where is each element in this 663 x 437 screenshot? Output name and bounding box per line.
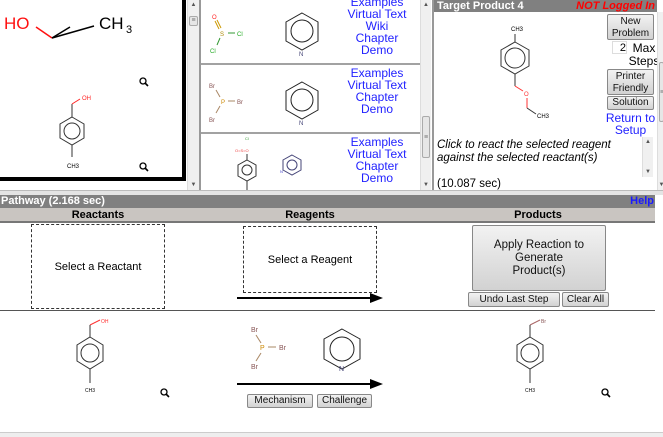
reagent-scrollbar[interactable]: ▲≡▼ (420, 0, 431, 190)
atom-label: P (260, 345, 265, 352)
link-demo[interactable]: Demo (360, 102, 393, 116)
atom-label: P (221, 100, 225, 106)
atom-label: OH (82, 96, 91, 102)
atom-label: N (339, 366, 344, 373)
bottom-scrollbar[interactable] (0, 432, 663, 437)
step-reaction-arrow-icon (237, 379, 383, 389)
ethanol-structure[interactable]: HO CH 3 (0, 0, 182, 177)
reaction-arrow-icon (237, 293, 383, 303)
reagent-list: O S Cl Cl N Br P Br Br N Cl O=S=O N Exam… (201, 0, 420, 190)
link-wiki[interactable]: Wiki (365, 19, 389, 33)
challenge-button[interactable]: Challenge (317, 394, 372, 408)
apply-reaction-button[interactable]: Apply Reaction to Generate Product(s) (472, 225, 606, 291)
divider (199, 0, 201, 190)
atom-label: Cl (210, 49, 216, 55)
methylbenzyl-alcohol-structure[interactable]: OH CH3 (0, 0, 182, 177)
reactant-scrollbar[interactable]: ▲≡▼ (187, 0, 199, 190)
column-products: Products (514, 209, 562, 221)
mechanism-button[interactable]: Mechanism (247, 394, 313, 408)
reagent-links: Examples Virtual Text Chapter Demo (341, 136, 413, 184)
atom-label: N (299, 52, 303, 58)
atom-label: Br (279, 345, 287, 352)
atom-label: Br (251, 364, 259, 371)
max-steps-input[interactable] (612, 41, 627, 54)
atom-label: Br (209, 84, 215, 90)
login-status: NOT Logged In (576, 0, 655, 12)
pathway-step-1: OH CH3 Br P Br Br N Br CH3 (76, 319, 546, 394)
atom-label: OH (101, 319, 109, 325)
atom-label: Br (541, 319, 546, 325)
atom-label: Cl (245, 136, 249, 141)
target-title: Target Product 4 (437, 0, 524, 12)
atom-label: S (220, 32, 224, 38)
link-chapter[interactable]: Chapter (355, 31, 399, 45)
select-reactant-slot[interactable]: Select a Reactant (31, 224, 165, 309)
reagent-links: Examples Virtual Text Chapter Demo (341, 67, 413, 115)
link-chapter[interactable]: Chapter (355, 90, 399, 104)
step-reagent-structures[interactable]: Br P Br Br N (251, 327, 361, 373)
link-examples[interactable]: Examples (350, 66, 404, 80)
atom-label: Br (209, 118, 215, 124)
reagent-links: Examples Virtual Text Wiki Chapter Demo (341, 0, 413, 56)
link-virtual-text[interactable]: Virtual Text (347, 147, 407, 161)
atom-label: O (212, 15, 217, 21)
max-steps-label: Max Steps (628, 41, 660, 68)
atom-label: N (280, 169, 283, 174)
column-headers: Reactants Reagents Products (0, 208, 655, 223)
column-reagents: Reagents (285, 209, 335, 221)
atom-label: CH (99, 14, 124, 33)
atom-label: CH3 (85, 388, 95, 394)
atom-label: Cl (237, 32, 243, 38)
atom-label: Br (237, 100, 243, 106)
target-panel: Target Product 4 NOT Logged In CH3 O CH3… (432, 0, 663, 190)
select-reagent-slot[interactable]: Select a Reagent (243, 226, 377, 293)
magnify-icon[interactable] (160, 388, 170, 398)
step-product-structure[interactable]: Br CH3 (516, 319, 546, 394)
solution-button[interactable]: Solution (607, 96, 654, 110)
atom-label: N (299, 121, 303, 127)
target-structure: CH3 O CH3 (500, 27, 550, 120)
target-timing: (10.087 sec) (437, 178, 501, 190)
return-to-setup-link[interactable]: Return to Setup (605, 111, 656, 137)
splitter[interactable] (0, 190, 663, 195)
pathway-header: Pathway (2.168 sec) Help (0, 195, 655, 208)
target-header: Target Product 4 NOT Logged In (434, 0, 657, 12)
atom-label: CH3 (537, 114, 550, 120)
step-reactant-structure[interactable]: OH CH3 (76, 319, 109, 394)
undo-last-step-button[interactable]: Undo Last Step (468, 292, 560, 307)
atom-label: CH3 (67, 164, 80, 170)
help-link[interactable]: Help (630, 195, 654, 207)
link-demo[interactable]: Demo (360, 43, 393, 57)
link-chapter[interactable]: Chapter (355, 159, 399, 173)
reagent-structures[interactable]: O S Cl Cl N Br P Br Br N Cl O=S=O N (201, 0, 420, 190)
status-message: Click to react the selected reagent agai… (437, 139, 611, 164)
atom-label: O (524, 92, 529, 98)
message-scrollbar[interactable]: ▲▼ (642, 137, 653, 177)
link-demo[interactable]: Demo (360, 171, 393, 185)
reactant-panel: HO CH 3 OH CH3 (0, 0, 186, 181)
clear-all-button[interactable]: Clear All (562, 292, 609, 307)
link-virtual-text[interactable]: Virtual Text (347, 7, 407, 21)
target-scrollbar[interactable]: ≡▼ (657, 12, 663, 190)
atom-label: Br (251, 327, 259, 334)
magnify-icon[interactable] (139, 77, 149, 87)
magnify-icon[interactable] (601, 388, 611, 398)
link-examples[interactable]: Examples (350, 135, 404, 149)
pathway-title: Pathway (2.168 sec) (1, 195, 105, 207)
magnify-icon[interactable] (139, 162, 149, 172)
atom-label: HO (4, 14, 30, 33)
step-divider (0, 310, 655, 311)
link-examples[interactable]: Examples (350, 0, 404, 9)
atom-label: CH3 (525, 388, 535, 394)
link-virtual-text[interactable]: Virtual Text (347, 78, 407, 92)
atom-label: O=S=O (235, 148, 249, 153)
printer-friendly-button[interactable]: Printer Friendly (607, 69, 654, 95)
atom-label: CH3 (511, 27, 524, 33)
atom-label: 3 (126, 24, 132, 36)
new-problem-button[interactable]: New Problem (607, 14, 654, 40)
column-reactants: Reactants (71, 209, 125, 221)
